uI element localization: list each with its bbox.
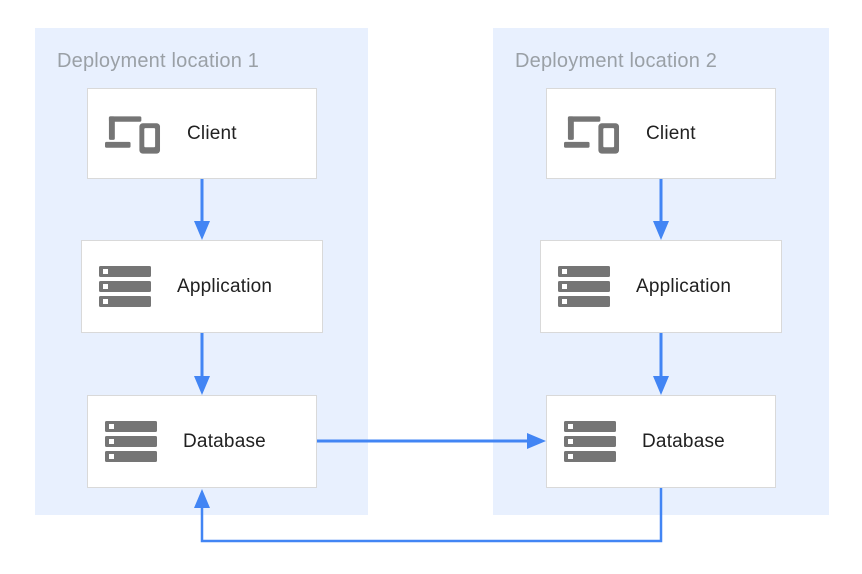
node-label: Database [183,430,266,452]
node-label: Client [646,122,696,144]
panel-title-2: Deployment location 2 [515,50,718,72]
storage-icon [558,265,610,308]
storage-icon [99,265,151,308]
storage-icon [105,420,157,463]
devices-icon [564,113,620,155]
application-node-1: Application [81,240,323,333]
database-node-2: Database [546,395,776,488]
node-label: Application [636,275,732,297]
node-label: Client [187,122,237,144]
client-node-2: Client [546,88,776,179]
node-label: Application [177,275,273,297]
storage-icon [564,420,616,463]
application-node-2: Application [540,240,782,333]
node-label: Database [642,430,725,452]
client-node-1: Client [87,88,317,179]
database-node-1: Database [87,395,317,488]
devices-icon [105,113,161,155]
panel-title-1: Deployment location 1 [57,50,260,72]
